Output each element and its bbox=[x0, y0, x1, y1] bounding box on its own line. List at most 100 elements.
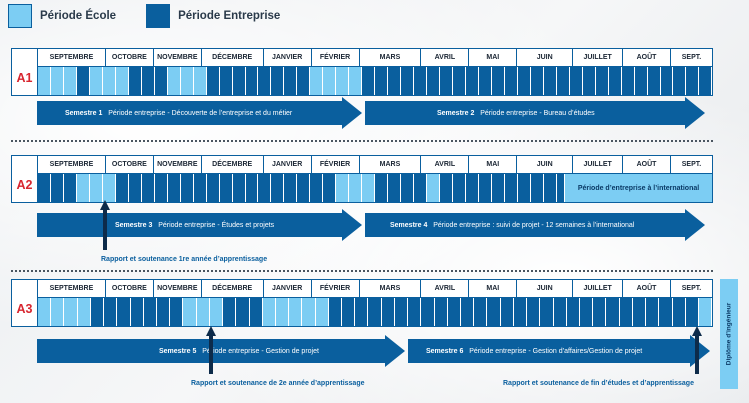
company-week bbox=[271, 174, 285, 202]
month-header-cell: MARS bbox=[360, 49, 422, 66]
month-header-cell: OCTOBRE bbox=[106, 49, 154, 66]
company-week bbox=[647, 67, 661, 95]
company-week bbox=[491, 174, 505, 202]
year-label: A2 bbox=[12, 156, 38, 202]
month-header-cell: MAI bbox=[469, 156, 518, 173]
month-header-cell: AOÛT bbox=[623, 156, 672, 173]
company-week bbox=[117, 298, 131, 326]
company-week bbox=[63, 174, 77, 202]
school-week bbox=[63, 67, 77, 95]
year-label: A1 bbox=[12, 49, 38, 95]
company-week bbox=[543, 174, 557, 202]
company-week bbox=[414, 67, 428, 95]
company-week bbox=[156, 298, 171, 326]
company-week bbox=[232, 174, 246, 202]
semester-text: Période entreprise - Gestion d’affaires/… bbox=[469, 347, 643, 355]
company-week bbox=[328, 298, 343, 326]
company-week bbox=[504, 67, 518, 95]
company-week bbox=[76, 67, 90, 95]
year-label: A3 bbox=[12, 280, 38, 326]
company-week bbox=[530, 174, 544, 202]
company-week bbox=[245, 174, 259, 202]
company-week bbox=[440, 174, 453, 202]
company-week bbox=[375, 67, 389, 95]
company-week bbox=[453, 174, 466, 202]
school-week bbox=[89, 174, 103, 202]
week-strip bbox=[38, 298, 713, 326]
school-week bbox=[38, 298, 52, 326]
school-week bbox=[102, 174, 116, 202]
school-week bbox=[196, 298, 210, 326]
school-week bbox=[323, 67, 337, 95]
diploma-badge: Diplôme d’ingénieur bbox=[720, 279, 738, 389]
company-week bbox=[527, 298, 541, 326]
company-week bbox=[595, 67, 609, 95]
company-week bbox=[517, 67, 531, 95]
company-week bbox=[180, 174, 194, 202]
company-week bbox=[323, 174, 337, 202]
company-week bbox=[478, 174, 492, 202]
company-week bbox=[284, 67, 298, 95]
company-week bbox=[401, 67, 415, 95]
separator bbox=[11, 140, 713, 142]
report-note-a1: Rapport et soutenance 1re année d’appren… bbox=[101, 256, 268, 263]
month-header-cell: MAI bbox=[469, 49, 518, 66]
company-week bbox=[500, 298, 514, 326]
arrow-semestre-1: Semestre 1 Période entreprise - Découver… bbox=[37, 97, 362, 129]
company-week bbox=[368, 298, 382, 326]
month-header-cell: SEPTEMBRE bbox=[38, 280, 106, 297]
company-week bbox=[686, 67, 700, 95]
company-week bbox=[660, 67, 674, 95]
school-week bbox=[262, 298, 276, 326]
month-header-cell: SEPT. bbox=[681, 54, 702, 61]
month-header-cell: SEPTEMBRE bbox=[38, 156, 106, 173]
company-week bbox=[685, 298, 699, 326]
month-header-cell: NOVEMBRE bbox=[154, 49, 202, 66]
company-week bbox=[381, 298, 395, 326]
month-header-cell: SEPT. bbox=[681, 161, 702, 168]
company-week bbox=[478, 67, 492, 95]
month-header-cell: JUILLET bbox=[573, 280, 624, 297]
month-header-cell: JUIN bbox=[517, 156, 574, 173]
semester-text: Période entreprise - Bureau d’études bbox=[480, 109, 595, 117]
month-header-cell: JUIN bbox=[517, 280, 574, 297]
school-week bbox=[115, 67, 129, 95]
school-week bbox=[289, 298, 303, 326]
separator bbox=[11, 270, 713, 272]
company-week bbox=[394, 298, 409, 326]
semester-label: Semestre 2 bbox=[437, 109, 475, 117]
school-week bbox=[77, 298, 91, 326]
month-header-cell: JANVIER bbox=[264, 280, 312, 297]
company-week bbox=[619, 298, 633, 326]
semester-label: Semestre 5 bbox=[159, 347, 197, 355]
company-week bbox=[566, 298, 580, 326]
company-week bbox=[487, 298, 501, 326]
company-week bbox=[258, 67, 272, 95]
company-week bbox=[128, 174, 142, 202]
company-week bbox=[38, 174, 51, 202]
arrow-semestre-5: Semestre 5 Période entreprise - Gestion … bbox=[37, 335, 405, 367]
school-week bbox=[209, 298, 224, 326]
month-header-cell: DÉCEMBRE bbox=[202, 156, 264, 173]
month-header-cell: NOVEMBRE bbox=[154, 156, 202, 173]
month-header-cell: SEPT. bbox=[681, 285, 702, 292]
company-week bbox=[388, 67, 402, 95]
semester-label: Semestre 1 bbox=[65, 109, 103, 117]
month-header-cell: FÉVRIER bbox=[312, 156, 360, 173]
company-week bbox=[513, 298, 528, 326]
company-week bbox=[434, 298, 448, 326]
semester-label: Semestre 6 bbox=[426, 347, 464, 355]
company-week bbox=[530, 67, 544, 95]
company-week bbox=[634, 67, 648, 95]
arrow-semestre-3: Semestre 3 Période entreprise - Études e… bbox=[37, 209, 362, 241]
company-week bbox=[245, 67, 259, 95]
school-week bbox=[51, 298, 65, 326]
company-week bbox=[170, 298, 184, 326]
school-week bbox=[349, 67, 363, 95]
company-week bbox=[553, 298, 567, 326]
company-week bbox=[206, 67, 220, 95]
month-header-cell: OCTOBRE bbox=[106, 280, 154, 297]
